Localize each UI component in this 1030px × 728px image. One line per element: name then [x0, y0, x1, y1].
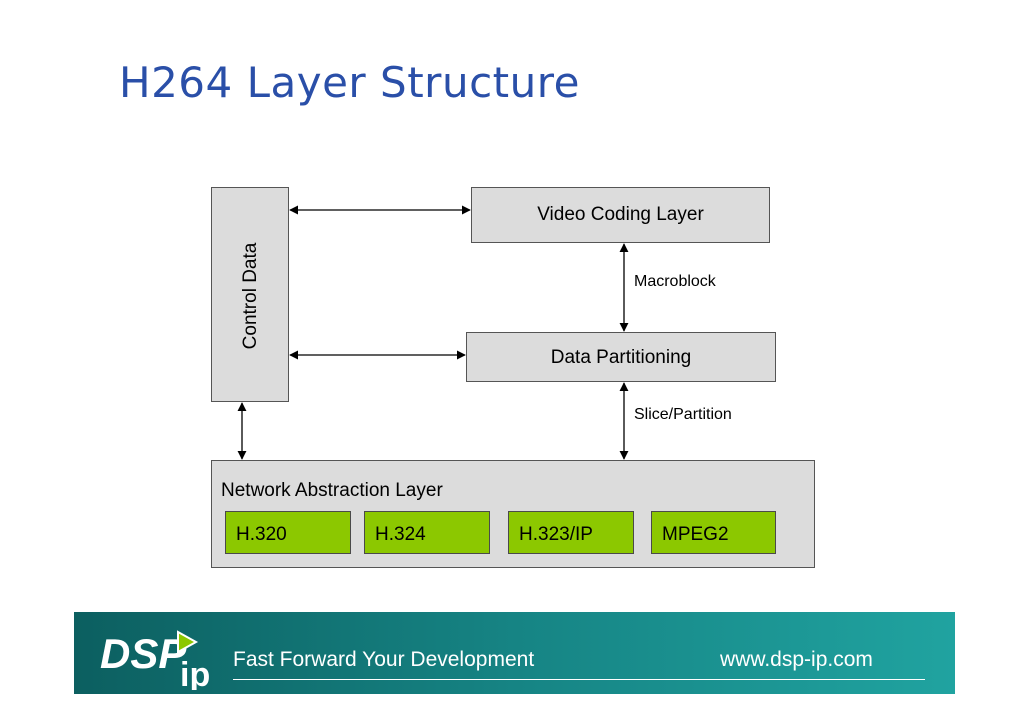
video-coding-layer-label: Video Coding Layer [537, 204, 704, 225]
svg-text:ip: ip [180, 656, 210, 690]
dspip-logo: DSP ip [100, 630, 210, 690]
video-coding-layer-box: Video Coding Layer [471, 187, 770, 243]
protocol-mpeg2-box: MPEG2 [651, 511, 776, 554]
data-partitioning-box: Data Partitioning [466, 332, 776, 382]
network-abstraction-layer-box: Network Abstraction Layer H.320 H.324 H.… [211, 460, 815, 568]
protocol-h323-ip-box: H.323/IP [508, 511, 634, 554]
macroblock-label: Macroblock [634, 273, 716, 290]
control-data-label: Control Data [240, 242, 261, 350]
page-title: H264 Layer Structure [119, 58, 580, 107]
footer-tagline: Fast Forward Your Development [233, 648, 535, 671]
slice-partition-label: Slice/Partition [634, 406, 732, 423]
control-data-box: Control Data [211, 187, 289, 402]
connector-arrows [237, 205, 629, 460]
protocol-h324-box: H.324 [364, 511, 490, 554]
footer-divider [233, 679, 925, 680]
footer-banner [74, 612, 955, 694]
protocol-h320-box: H.320 [225, 511, 351, 554]
svg-text:DSP: DSP [100, 630, 187, 677]
network-abstraction-layer-label: Network Abstraction Layer [221, 480, 443, 501]
footer-url[interactable]: www.dsp-ip.com [720, 648, 873, 671]
data-partitioning-label: Data Partitioning [550, 347, 692, 368]
